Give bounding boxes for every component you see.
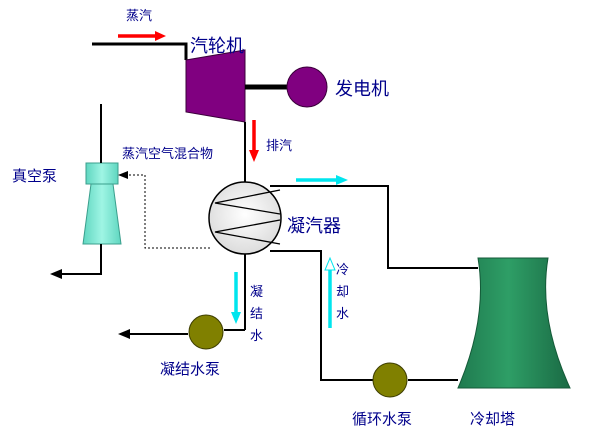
steam-inlet-label: 蒸汽 — [126, 9, 152, 24]
condenser-label: 凝汽器 — [287, 216, 341, 237]
cooling-water-return-arrow — [296, 175, 348, 185]
exhaust-arrow — [249, 120, 259, 162]
condensate-char-3: 水 — [250, 329, 263, 344]
cooling-water-return-pipe — [270, 185, 478, 269]
circulating-pump-label: 循环水泵 — [352, 410, 412, 428]
generator — [286, 66, 328, 108]
steam-inlet-pipe — [92, 42, 188, 60]
cooling-water-supply-pipe — [270, 250, 374, 381]
steam-inlet-arrow — [118, 31, 166, 41]
cooling-water-supply-arrow — [324, 256, 336, 328]
condenser — [208, 181, 282, 255]
condensate-char-2: 结 — [250, 307, 263, 322]
condensate-pump — [188, 314, 224, 350]
condensate-pump-label: 凝结水泵 — [160, 360, 220, 378]
vacuum-pump-body — [82, 183, 122, 245]
cooling-tower-label: 冷却塔 — [470, 410, 515, 428]
vacuum-pump-discharge-pipe — [50, 244, 102, 279]
condensate-char-1: 凝 — [250, 284, 263, 300]
vacuum-pump-label: 真空泵 — [12, 167, 57, 185]
cooling-water-char-3: 水 — [336, 307, 349, 322]
turbine-label: 汽轮机 — [190, 36, 244, 57]
condensate-arrow — [231, 272, 241, 324]
cooling-water-char-1: 冷 — [336, 263, 349, 278]
condensate-label: 凝 结 水 — [250, 284, 263, 344]
condenser-tube-bundle — [214, 189, 281, 245]
condensate-discharge-pipe — [118, 329, 188, 339]
exhaust-label: 排汽 — [266, 139, 292, 154]
turbine — [185, 49, 246, 123]
mixture-extraction-line — [118, 171, 210, 249]
circulating-pump — [372, 362, 408, 398]
cooling-water-char-2: 却 — [336, 285, 349, 300]
cooling-tower — [457, 257, 571, 389]
mixture-label: 蒸汽空气混合物 — [122, 146, 213, 162]
vacuum-pump-head — [85, 162, 119, 185]
generator-label: 发电机 — [335, 79, 389, 100]
cooling-water-label: 冷 却 水 — [336, 263, 349, 322]
